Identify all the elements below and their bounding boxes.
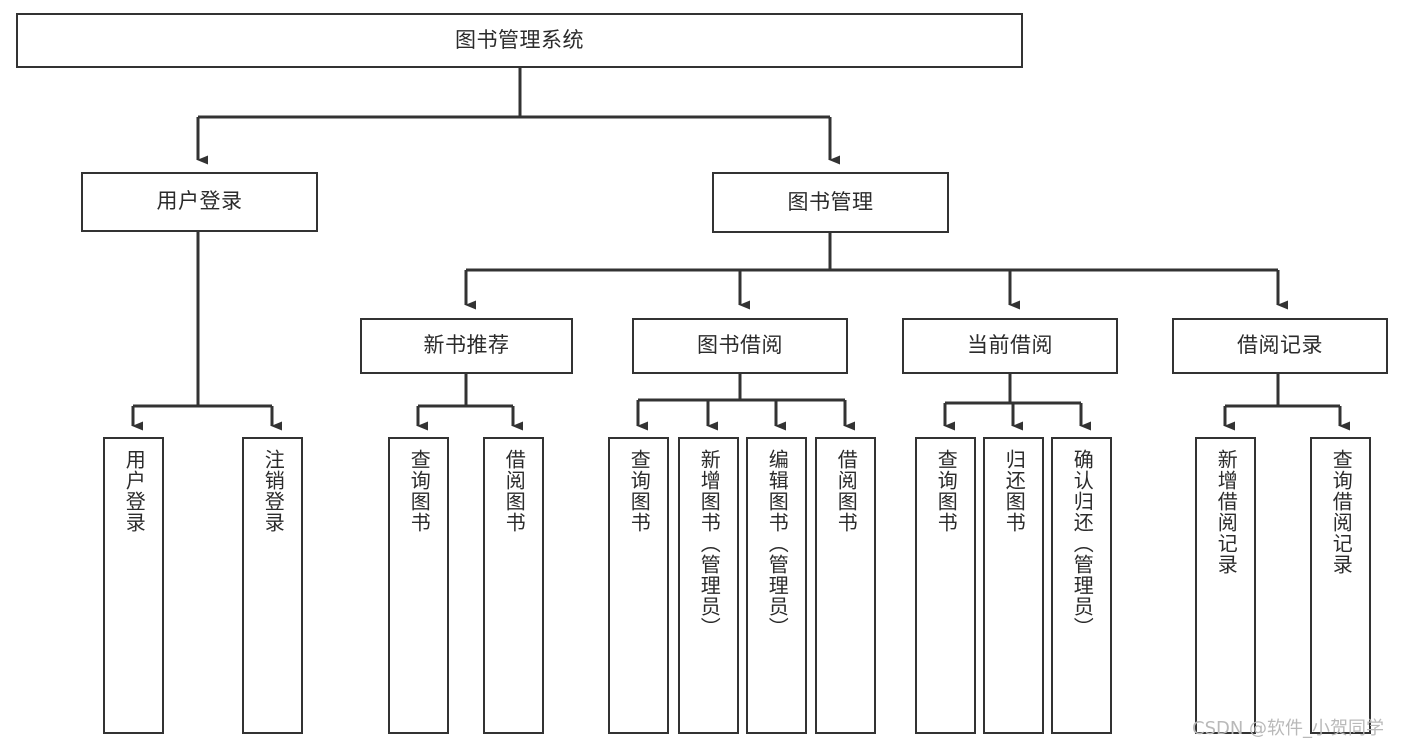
node-leaf-query-book-3[interactable]: 查询图书: [915, 437, 976, 734]
node-leaf-borrow-book-1-label: 借阅图书: [502, 449, 527, 533]
node-leaf-user-login[interactable]: 用户登录: [103, 437, 164, 734]
node-user-login-label: 用户登录: [156, 189, 243, 214]
node-borrow-record[interactable]: 借阅记录: [1172, 318, 1388, 374]
node-leaf-borrow-book-1[interactable]: 借阅图书: [483, 437, 544, 734]
node-leaf-edit-book-label: 编辑图书（管理员）: [765, 449, 790, 638]
node-leaf-query-book-2[interactable]: 查询图书: [608, 437, 669, 734]
node-leaf-query-book-1-label: 查询图书: [407, 449, 432, 533]
node-leaf-borrow-book-2-label: 借阅图书: [834, 449, 859, 533]
node-leaf-add-record[interactable]: 新增借阅记录: [1195, 437, 1256, 734]
node-current-borrow[interactable]: 当前借阅: [902, 318, 1118, 374]
node-leaf-confirm-return-label: 确认归还（管理员）: [1070, 449, 1095, 638]
node-new-book-recommend-label: 新书推荐: [423, 333, 510, 358]
csdn-watermark: CSDN @软件_小贺同学: [1192, 718, 1385, 739]
node-new-book-recommend[interactable]: 新书推荐: [360, 318, 573, 374]
node-leaf-query-record-label: 查询借阅记录: [1329, 449, 1354, 575]
node-root-label: 图书管理系统: [455, 27, 584, 52]
node-root[interactable]: 图书管理系统: [16, 13, 1023, 68]
node-leaf-borrow-book-2[interactable]: 借阅图书: [815, 437, 876, 734]
node-leaf-add-record-label: 新增借阅记录: [1214, 449, 1239, 575]
node-book-borrow[interactable]: 图书借阅: [632, 318, 848, 374]
node-leaf-user-logout[interactable]: 注销登录: [242, 437, 303, 734]
node-leaf-edit-book[interactable]: 编辑图书（管理员）: [746, 437, 807, 734]
node-leaf-query-book-1[interactable]: 查询图书: [388, 437, 449, 734]
node-book-manage-label: 图书管理: [787, 189, 874, 214]
node-leaf-add-book[interactable]: 新增图书（管理员）: [678, 437, 739, 734]
node-borrow-record-label: 借阅记录: [1237, 333, 1323, 358]
node-leaf-user-login-label: 用户登录: [122, 449, 147, 533]
node-leaf-return-book-label: 归还图书: [1002, 449, 1027, 533]
node-current-borrow-label: 当前借阅: [967, 333, 1053, 358]
node-book-manage[interactable]: 图书管理: [712, 172, 949, 233]
node-leaf-query-book-2-label: 查询图书: [627, 449, 652, 533]
node-book-borrow-label: 图书借阅: [697, 333, 783, 358]
node-user-login[interactable]: 用户登录: [81, 172, 318, 232]
node-leaf-query-book-3-label: 查询图书: [934, 449, 959, 533]
node-leaf-user-logout-label: 注销登录: [261, 449, 286, 533]
node-leaf-return-book[interactable]: 归还图书: [983, 437, 1044, 734]
node-leaf-query-record[interactable]: 查询借阅记录: [1310, 437, 1371, 734]
node-leaf-confirm-return[interactable]: 确认归还（管理员）: [1051, 437, 1112, 734]
node-leaf-add-book-label: 新增图书（管理员）: [697, 449, 722, 638]
